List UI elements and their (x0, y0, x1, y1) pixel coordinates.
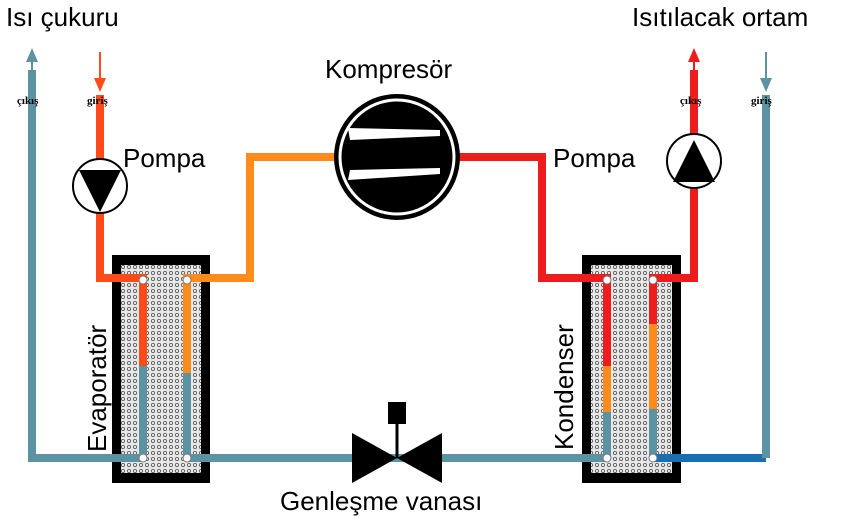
left-pump-icon (72, 158, 128, 214)
condenser-label: Kondenser (549, 324, 579, 450)
right-inlet-label: giriş (751, 95, 772, 107)
left-outlet-label: çıkış (17, 95, 39, 107)
right-inlet-arrow (760, 52, 772, 92)
right-outlet-label: çıkış (680, 95, 702, 107)
left-inlet-label: giriş (87, 95, 108, 107)
condenser-unit (582, 255, 681, 483)
compressor-icon (334, 94, 460, 220)
left-inlet-arrow (94, 52, 106, 92)
right-pump-label: Pompa (553, 143, 636, 173)
compressor-label: Kompresör (325, 54, 452, 84)
heat-source-label: Isı çukuru (6, 2, 119, 32)
evaporator-unit (112, 255, 210, 483)
right-outlet-arrow (688, 48, 700, 75)
left-outlet-arrow (26, 48, 38, 75)
heat-sink-label: Isıtılacak ortam (632, 2, 808, 32)
right-pump-icon (666, 133, 722, 189)
left-pump-label: Pompa (123, 143, 206, 173)
expansion-valve-label: Genleşme vanası (280, 486, 482, 516)
expansion-valve-icon (352, 402, 442, 483)
evaporator-label: Evaporatör (82, 324, 112, 452)
connection-points (138, 275, 658, 463)
